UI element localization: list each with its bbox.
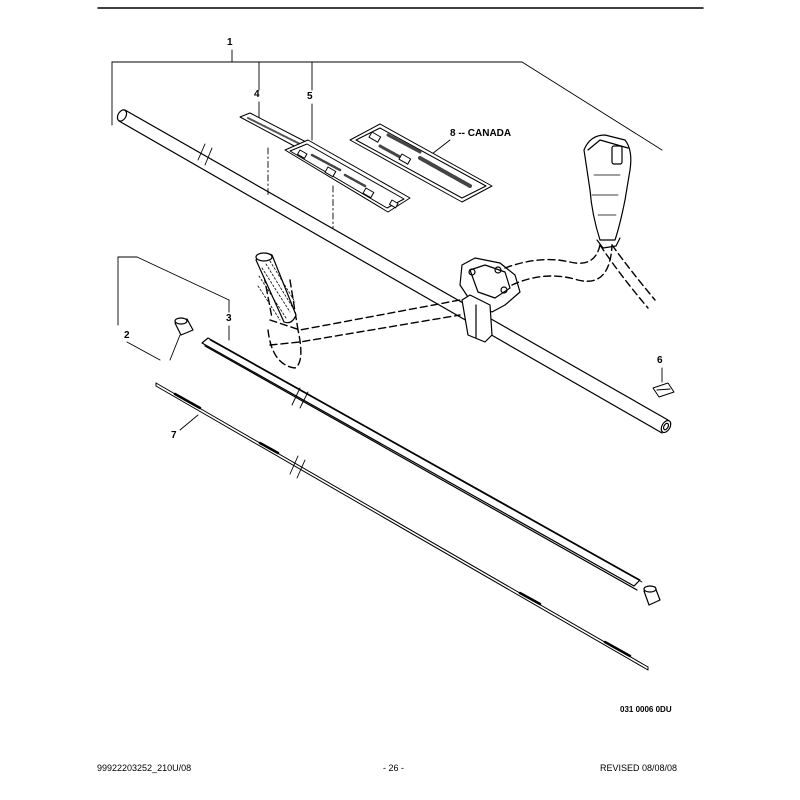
callout-2: 2 [124,330,130,341]
callout-8: 8 -- CANADA [450,128,512,139]
footer-revision-date: REVISED 08/08/08 [600,763,678,773]
figure-code: 031 0006 0DU [620,705,672,714]
rear-handle-grip [583,134,632,249]
footer-page-number: - 26 - [383,763,405,773]
callout-2-3-bracket [117,256,230,361]
callout-6: 6 [657,355,663,366]
decal-position-leaders [267,147,334,229]
decal-5 [284,139,411,213]
leader-lines [179,101,663,431]
handle-cable-routing [504,244,656,309]
main-shaft-tube [116,109,672,434]
drive-shaft [155,382,649,671]
callout-7: 7 [171,430,177,441]
footer-document-id: 99922203252_210U/08 [97,763,192,773]
callout-1: 1 [227,37,233,48]
decal-8-canada [349,123,493,203]
drive-liner-channel [201,337,643,591]
bushing-upper [174,317,194,336]
callout-4: 4 [254,89,260,100]
callout-5: 5 [307,91,313,102]
loop-handle-outline [261,264,461,369]
decal-4 [239,112,309,149]
label-6 [652,382,675,398]
bushing-lower [643,585,661,606]
handle-clamp-assembly [459,257,521,343]
loop-handle-grip [255,252,297,324]
callout-1-bracket [111,49,663,151]
callout-3: 3 [226,313,232,324]
